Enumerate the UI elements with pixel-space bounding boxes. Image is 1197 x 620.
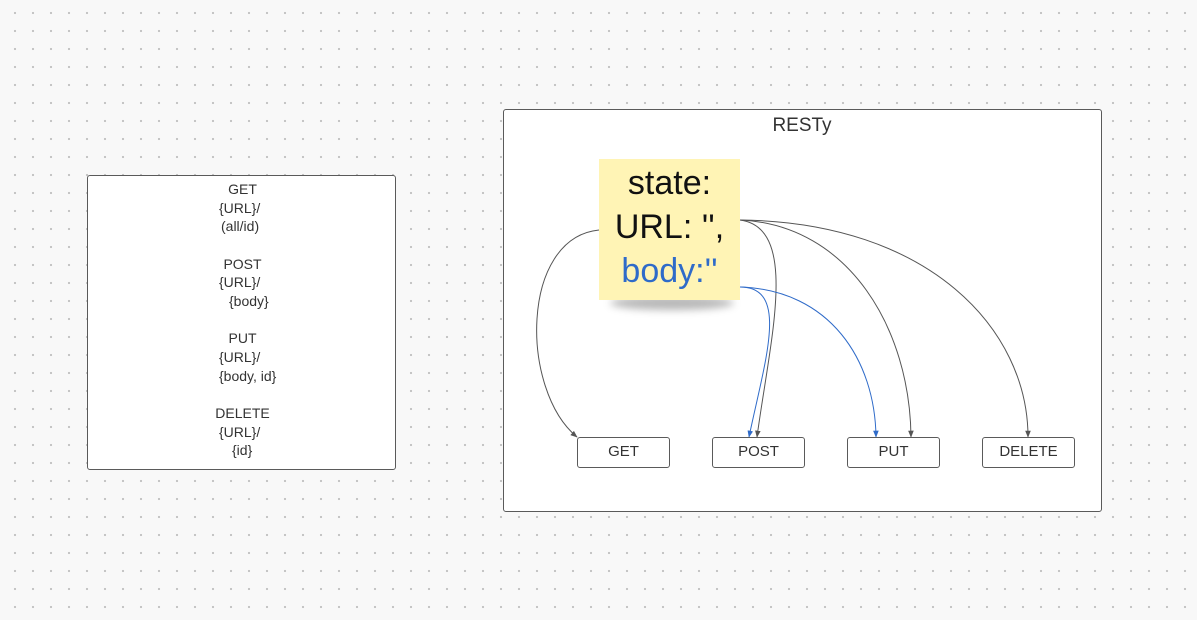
methods-card-line: POST xyxy=(223,256,262,272)
sticky-line-url: URL: '', xyxy=(614,208,725,246)
methods-card-line: {URL}/ xyxy=(219,274,261,290)
connector-state-to-get[interactable] xyxy=(536,229,600,438)
methods-card-line: {body, id} xyxy=(219,368,277,384)
resty-title: RESTy xyxy=(772,115,832,136)
methods-card-line: {URL}/ xyxy=(219,424,261,440)
connector-state-to-post[interactable] xyxy=(739,219,777,438)
sticky-line-body: body:'' xyxy=(621,252,718,290)
delete-box[interactable]: DELETE xyxy=(982,437,1075,468)
methods-card-line: DELETE xyxy=(215,405,270,421)
methods-card-line: {body} xyxy=(229,293,269,309)
connector-body-to-post[interactable] xyxy=(739,286,771,438)
methods-card-line: GET xyxy=(228,181,257,197)
connector-state-to-delete[interactable] xyxy=(739,219,1031,438)
sticky-line-state: state: xyxy=(627,164,712,202)
methods-card-line: {id} xyxy=(232,442,253,458)
methods-card-line: {URL}/ xyxy=(219,349,261,365)
put-box[interactable]: PUT xyxy=(847,437,940,468)
methods-card-line: {URL}/ xyxy=(219,200,261,216)
connector-state-to-put[interactable] xyxy=(739,219,914,438)
http-methods-card[interactable]: GET {URL}/ (all/id) POST {URL}/ {body} P… xyxy=(87,175,396,470)
methods-card-line: PUT xyxy=(228,330,257,346)
connector-body-to-put[interactable] xyxy=(739,286,879,438)
methods-card-line: (all/id) xyxy=(221,218,260,234)
post-box[interactable]: POST xyxy=(712,437,805,468)
get-box[interactable]: GET xyxy=(577,437,670,468)
state-sticky-note[interactable]: state: URL: '', body:'' xyxy=(599,159,740,300)
